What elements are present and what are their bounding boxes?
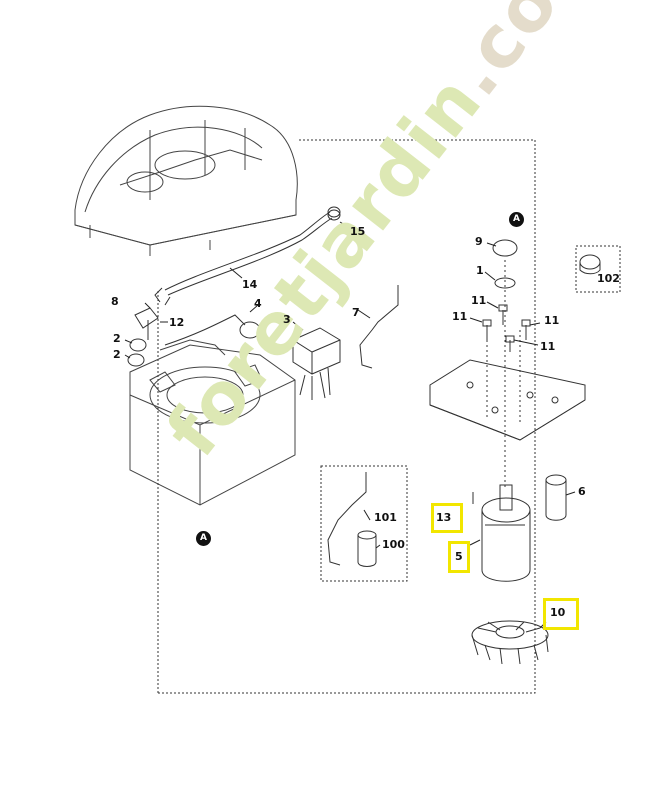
grommet-9: [492, 239, 518, 257]
part-label-101: 101: [374, 511, 397, 524]
part-label-2a: 2: [113, 332, 121, 345]
highlight-box-13: [431, 503, 463, 533]
capacitor-6: [545, 474, 567, 521]
upper-housing: [74, 105, 298, 256]
part-102: [579, 254, 601, 275]
part-label-7: 7: [352, 306, 360, 319]
part-label-6: 6: [578, 485, 586, 498]
motor-plate: [429, 359, 586, 441]
part-label-11c: 11: [544, 314, 560, 327]
fan-10: [471, 620, 549, 665]
part-15: [327, 209, 341, 221]
part-label-15: 15: [350, 225, 366, 238]
capacitor-100: [357, 530, 377, 567]
wire-101: [327, 472, 367, 566]
inset-box-capacitor: [320, 465, 408, 582]
part-label-102: 102: [597, 272, 620, 285]
assembly-boundary: [157, 139, 536, 694]
screws-11: [482, 304, 531, 352]
switch-8: [134, 307, 159, 340]
wire-7: [359, 285, 399, 369]
highlight-box-10: [543, 598, 579, 630]
part-label-10: 10: [550, 606, 566, 619]
part-label-11b: 11: [452, 310, 468, 323]
part-label-2b: 2: [113, 348, 121, 361]
inset-box-102: [575, 245, 621, 293]
capacitor-box-3: [292, 327, 341, 400]
parts-2: [127, 338, 147, 367]
part-label-3: 3: [283, 313, 291, 326]
wire-harness-14: [154, 206, 341, 306]
leader-lines: [124, 221, 576, 629]
lower-housing: [129, 339, 296, 506]
part-label-11d: 11: [540, 340, 556, 353]
part-label-4: 4: [254, 297, 262, 310]
part-label-11a: 11: [471, 294, 487, 307]
washer-1: [494, 277, 516, 289]
part-label-9: 9: [475, 235, 483, 248]
part-label-14: 14: [242, 278, 258, 291]
ref-marker-a-bottom: A: [196, 531, 211, 546]
ref-marker-a-top: A: [509, 212, 524, 227]
highlight-box-5: [448, 541, 470, 573]
part-label-5: 5: [455, 550, 463, 563]
part-label-8: 8: [111, 295, 119, 308]
cable-4: [164, 314, 261, 346]
motor-5: [481, 484, 531, 582]
part-label-12: 12: [169, 316, 185, 329]
part-label-1: 1: [476, 264, 484, 277]
part-label-100: 100: [382, 538, 405, 551]
part-label-13: 13: [436, 511, 452, 524]
